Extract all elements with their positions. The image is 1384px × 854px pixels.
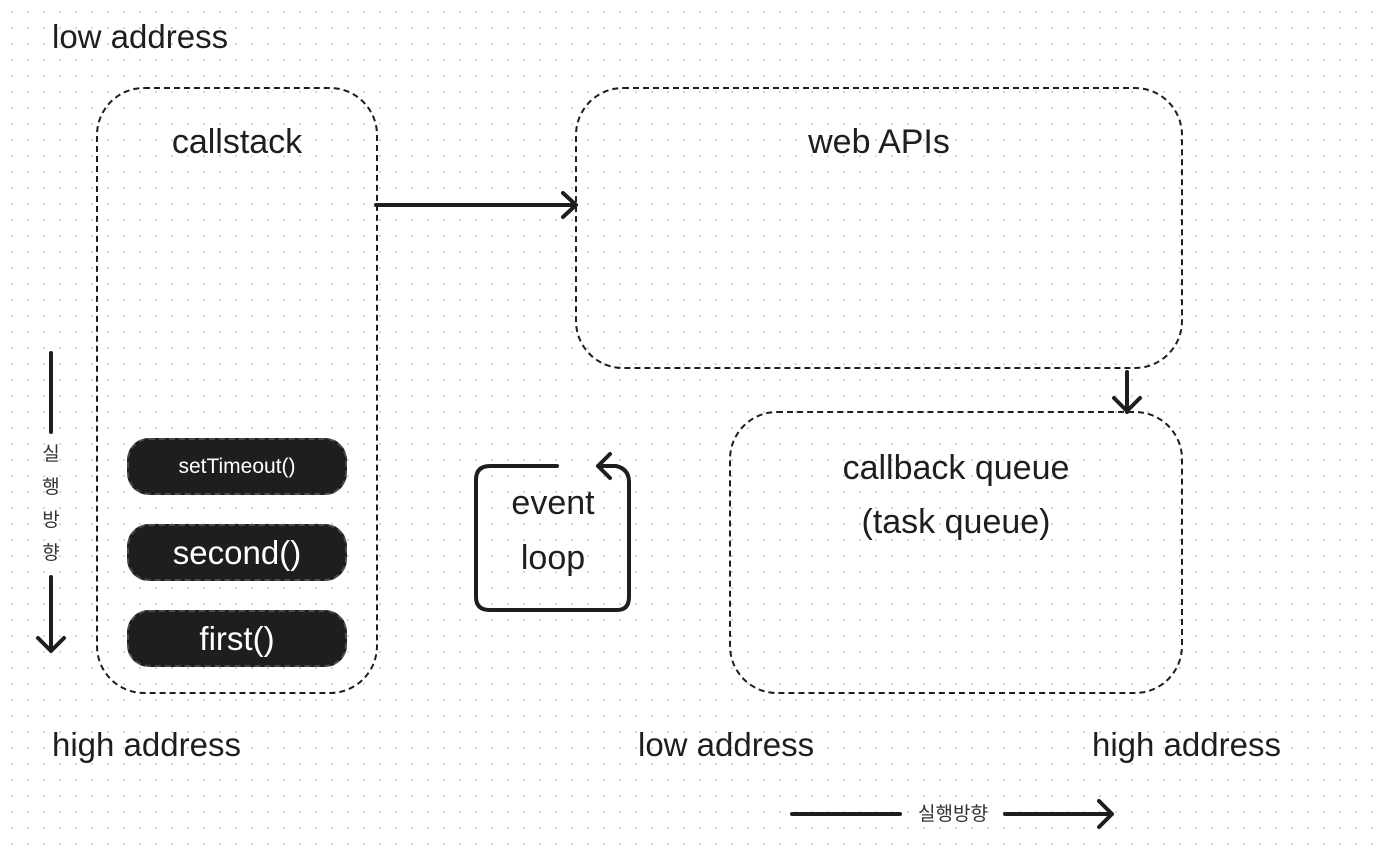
direction-char: 실	[42, 443, 60, 465]
high-address-label-queue: high address	[1092, 726, 1281, 763]
callback-queue-box: callback queue (task queue)	[729, 411, 1183, 694]
event-loop-line1: event	[511, 484, 595, 522]
event-loop-frame	[474, 452, 631, 612]
callstack-to-webapis-arrow	[374, 191, 578, 219]
direction-char: 향	[42, 542, 60, 564]
stack-frame-settimeout: setTimeout()	[127, 438, 347, 495]
stack-frame-first: first()	[127, 610, 347, 667]
low-address-label-queue: low address	[638, 726, 815, 763]
event-loop-line2: loop	[520, 539, 586, 577]
callstack-title: callstack	[171, 123, 303, 161]
vertical-direction-label: 실 행 방 향	[38, 438, 64, 570]
web-apis-title: web APIs	[808, 123, 950, 161]
direction-char: 방	[42, 509, 60, 531]
task-queue-subtitle: (task queue)	[861, 503, 1051, 541]
web-apis-box: web APIs	[575, 87, 1183, 369]
webapis-to-queue-arrow	[1112, 370, 1142, 414]
stack-frame-second: second()	[127, 524, 347, 581]
vertical-direction-arrow	[36, 575, 66, 653]
stack-frame-label: setTimeout()	[178, 455, 296, 478]
direction-char: 행	[42, 476, 60, 498]
callstack-box: callstack	[96, 87, 378, 694]
horizontal-direction-label: 실행방향	[918, 803, 988, 825]
stack-frame-label: second()	[172, 534, 302, 571]
low-address-label-top: low address	[52, 18, 229, 55]
event-loop-label: event loop	[478, 476, 628, 586]
stack-frame-label: first()	[199, 620, 275, 657]
callback-queue-title: callback queue	[842, 449, 1070, 487]
high-address-label-left: high address	[52, 726, 241, 763]
horizontal-direction-arrow	[1003, 799, 1114, 829]
